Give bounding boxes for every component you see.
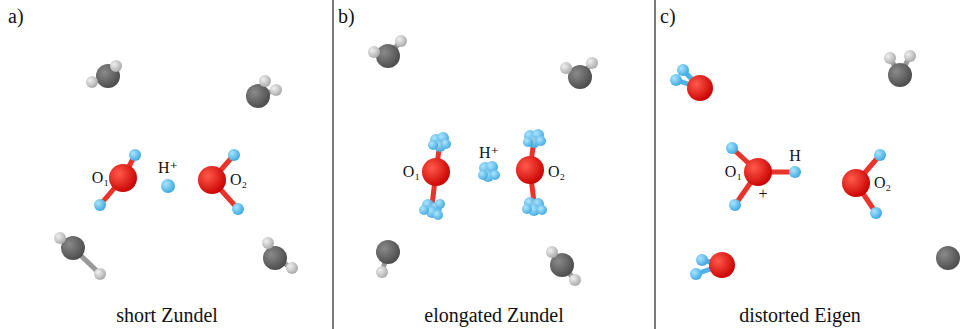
atom-label: O₂ (230, 172, 247, 188)
atom-label: H (789, 148, 801, 164)
panel-caption: elongated Zundel (424, 305, 563, 325)
panel-letter: b) (338, 6, 355, 26)
panel-caption: short Zundel (116, 305, 218, 325)
panel-caption: distorted Eigen (739, 305, 861, 325)
atom-label: O₂ (548, 164, 565, 180)
atom-label: O₁ (725, 164, 742, 180)
atom-label: H⁺ (158, 160, 178, 176)
charge-sign: + (758, 186, 767, 202)
atom-label: O₁ (403, 164, 420, 180)
atom-label: O₁ (92, 170, 109, 186)
atom-label: O₂ (874, 175, 891, 191)
atom-label: H⁺ (479, 145, 499, 161)
panel-letter: a) (8, 6, 24, 26)
panel-letter: c) (660, 6, 676, 26)
